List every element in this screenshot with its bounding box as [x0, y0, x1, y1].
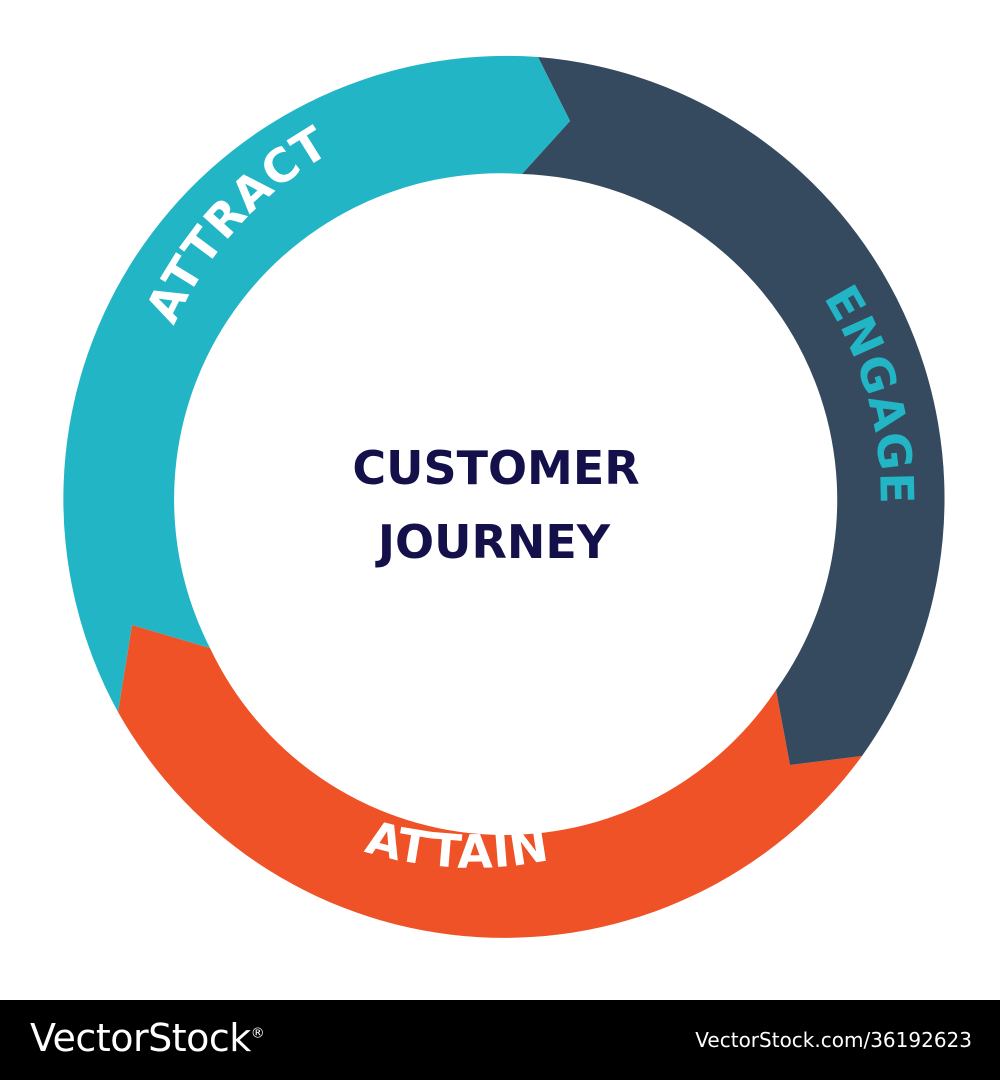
attain-segment — [118, 625, 862, 938]
center-title-line-1: CUSTOMER — [352, 441, 639, 495]
logo-text: VectorStock — [30, 1016, 251, 1060]
watermark-footer: VectorStock® VectorStock.com/36192623 — [0, 1000, 1000, 1080]
registered-mark: ® — [250, 1025, 265, 1042]
attain-label-text: ATTAIN — [361, 810, 552, 879]
attract-segment — [63, 55, 570, 713]
image-id: VectorStock.com/36192623 — [695, 1028, 972, 1052]
center-title-line-2: JOURNEY — [375, 515, 611, 569]
customer-journey-diagram: ATTRACT ENGAGE ATTAIN CUSTOMER JOURNEY — [63, 55, 945, 938]
attain-label: ATTAIN — [361, 810, 553, 879]
vectorstock-logo: VectorStock® — [30, 1016, 265, 1060]
engage-segment — [522, 57, 945, 765]
